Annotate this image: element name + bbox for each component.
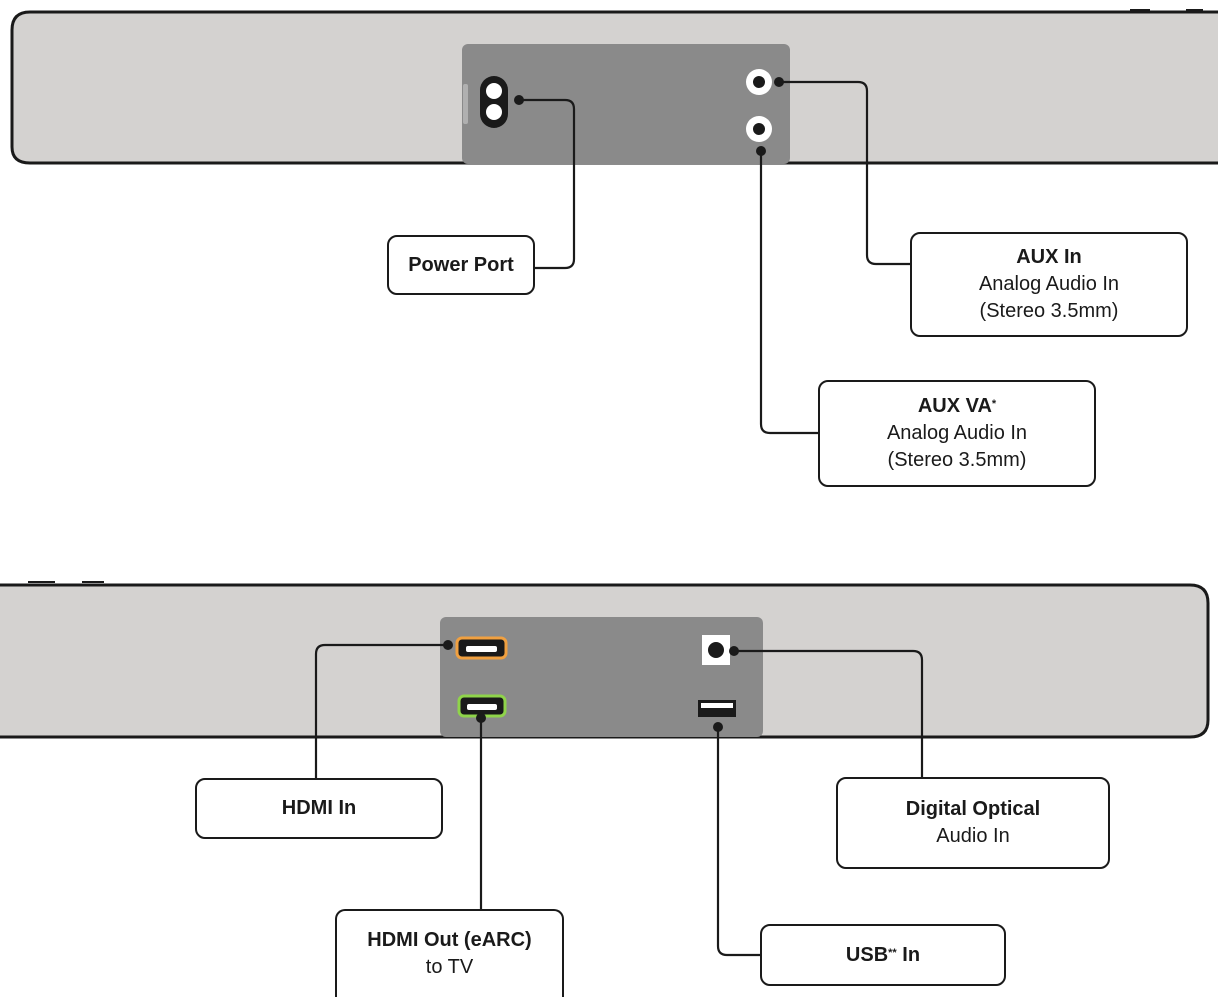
hdmi-out-port-icon xyxy=(457,694,507,718)
aux-in-title: AUX In xyxy=(1016,246,1082,268)
usb-port-icon xyxy=(698,700,736,717)
aux-va-line2: (Stereo 3.5mm) xyxy=(887,449,1027,471)
usb-connector xyxy=(716,727,762,957)
connector-dot xyxy=(729,646,739,656)
digital-optical-line1: Audio In xyxy=(936,825,1010,847)
connector-dot xyxy=(774,77,784,87)
connector-dot xyxy=(514,95,524,105)
hdmi-in-label: HDMI In xyxy=(195,778,443,839)
top-panel-notch xyxy=(463,84,468,124)
power-port-label: Power Port xyxy=(387,235,535,295)
hdmi-in-connector xyxy=(314,643,448,780)
optical-port-icon xyxy=(702,635,730,665)
hdmi-out-title: HDMI Out (eARC) xyxy=(367,929,532,951)
connector-dot xyxy=(443,640,453,650)
usb-in-title-suffix: In xyxy=(896,943,921,966)
usb-in-title-prefix: USB xyxy=(845,943,889,966)
aux-va-footnote-mark: * xyxy=(991,398,997,410)
hdmi-out-label: HDMI Out (eARC) to TV xyxy=(335,909,564,997)
aux-va-label: AUX VA* Analog Audio In (Stereo 3.5mm) xyxy=(818,380,1096,487)
power-socket-icon xyxy=(480,76,508,128)
aux-in-jack-icon xyxy=(746,69,772,95)
power-port-connector xyxy=(519,98,576,270)
aux-va-line1: Analog Audio In xyxy=(886,422,1028,444)
bottom-soundbar xyxy=(0,581,1210,739)
aux-va-title-text: AUX VA xyxy=(917,395,992,417)
digital-optical-label: Digital Optical Audio In xyxy=(836,777,1110,869)
top-port-panel xyxy=(462,44,790,164)
aux-va-connector xyxy=(759,151,820,435)
aux-in-connector xyxy=(779,80,911,266)
optical-connector xyxy=(734,649,924,779)
connector-dot xyxy=(476,713,486,723)
hdmi-out-line1: to TV xyxy=(425,956,474,978)
connector-dot xyxy=(756,146,766,156)
usb-in-label: USB** In xyxy=(760,924,1006,986)
bottom-port-panel xyxy=(440,617,763,737)
usb-in-footnote-mark: ** xyxy=(888,946,897,959)
power-port-title: Power Port xyxy=(408,253,514,276)
hdmi-in-title: HDMI In xyxy=(281,797,357,819)
aux-in-label: AUX In Analog Audio In (Stereo 3.5mm) xyxy=(910,232,1188,337)
connector-dot xyxy=(713,722,723,732)
aux-va-jack-icon xyxy=(746,116,772,142)
aux-in-line2: (Stereo 3.5mm) xyxy=(979,300,1119,322)
usb-in-title: USB** In xyxy=(846,942,920,969)
aux-va-title: AUX VA* xyxy=(918,393,996,420)
digital-optical-title: Digital Optical xyxy=(905,798,1041,820)
top-soundbar xyxy=(10,9,1218,165)
hdmi-in-port-icon xyxy=(455,636,508,660)
aux-in-line1: Analog Audio In xyxy=(978,273,1120,295)
